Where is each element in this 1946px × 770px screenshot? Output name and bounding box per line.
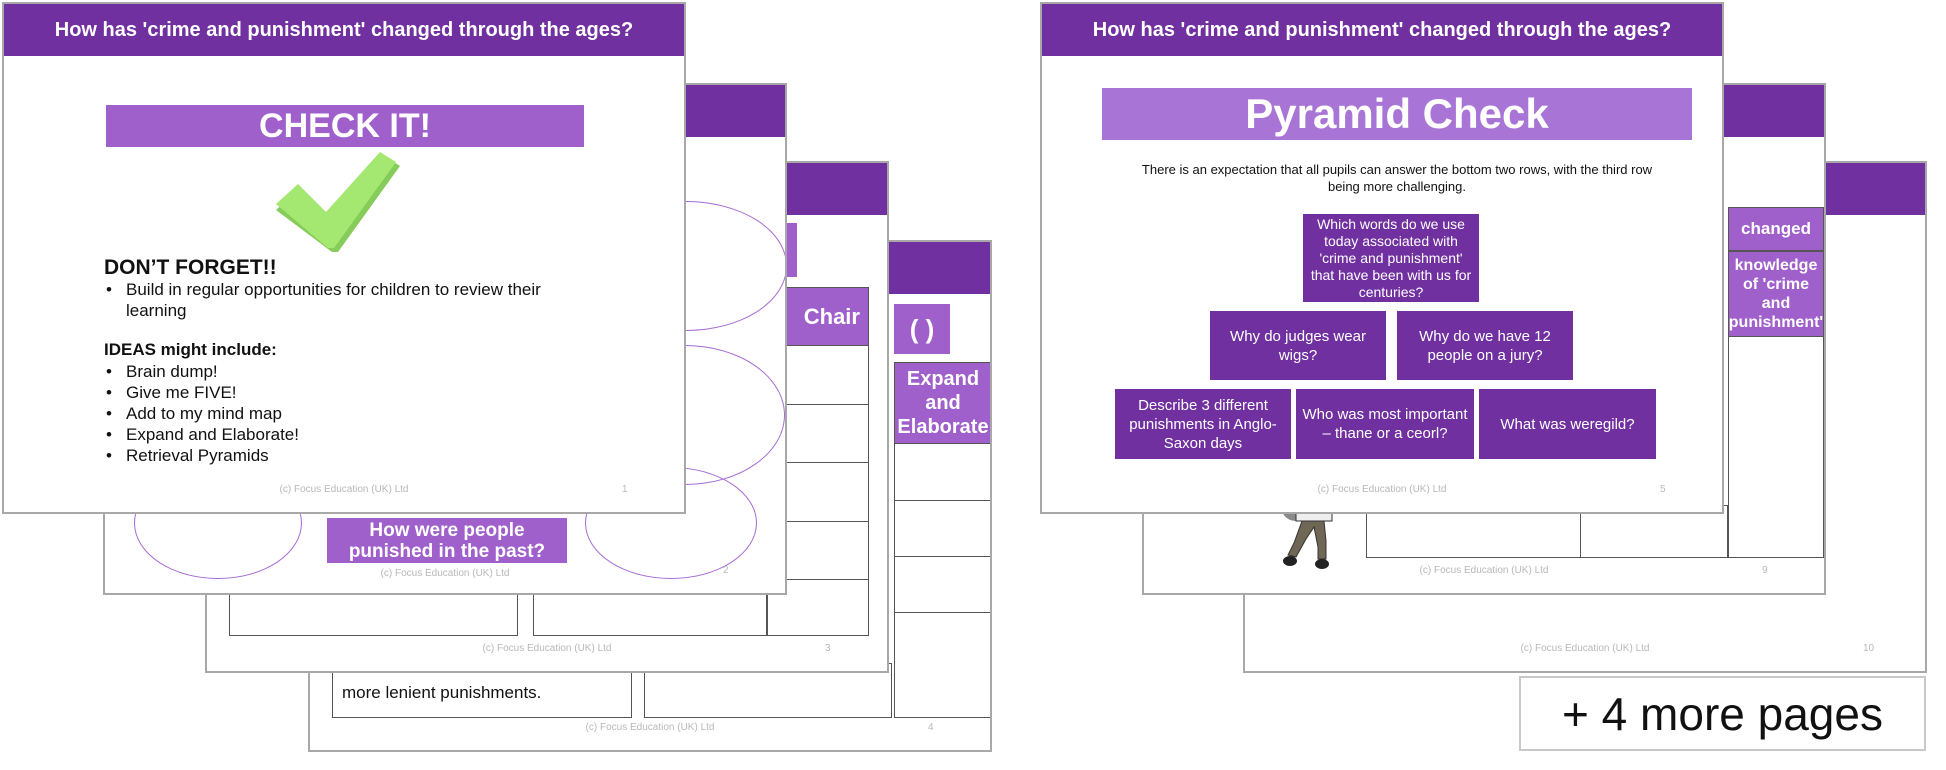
- list-item: Brain dump!: [104, 361, 604, 382]
- row-line: [767, 462, 869, 463]
- row-line: [894, 612, 990, 613]
- table-body: [1728, 337, 1824, 558]
- list-item: Give me FIVE!: [104, 382, 604, 403]
- page-number: 10: [1863, 643, 1875, 654]
- page-number: 2: [723, 565, 729, 576]
- footer: (c) Focus Education (UK) Ltd: [482, 643, 612, 654]
- pyramid-question-bottom: What was weregild?: [1479, 389, 1656, 459]
- row-line: [894, 500, 990, 501]
- table-header-cell: changed: [1728, 207, 1824, 251]
- page-number: 5: [1660, 484, 1666, 495]
- pyramid-question-bottom: Who was most important – thane or a ceor…: [1296, 389, 1474, 459]
- slide-header: How has 'crime and punishment' changed t…: [1042, 4, 1722, 56]
- dont-forget-heading: DON’T FORGET!!: [104, 256, 277, 279]
- slide-5-thumbnail[interactable]: How has 'crime and punishment' changed t…: [1040, 2, 1724, 514]
- question-box: How were people punished in the past?: [327, 518, 567, 563]
- pyramid-question-bottom: Describe 3 different punishments in Angl…: [1115, 389, 1291, 459]
- pyramid-check-banner: Pyramid Check: [1102, 88, 1692, 140]
- ideas-heading: IDEAS might include:: [104, 340, 277, 359]
- table-header-cell: knowledge of 'crime and punishment': [1728, 251, 1824, 337]
- pyramid-question-middle: Why do we have 12 people on a jury?: [1397, 311, 1573, 380]
- slide-1-thumbnail[interactable]: How has 'crime and punishment' changed t…: [2, 2, 686, 514]
- row-line: [767, 521, 869, 522]
- ideas-list: Brain dump! Give me FIVE! Add to my mind…: [104, 361, 604, 466]
- list-item: Add to my mind map: [104, 403, 604, 424]
- page-number: 3: [825, 643, 831, 654]
- page-number: 1: [622, 484, 628, 495]
- bracket-text: ( ): [909, 313, 935, 344]
- pyramid-question-middle: Why do judges wear wigs?: [1210, 311, 1386, 380]
- table-header-cell: Expand and Elaborate: [894, 362, 990, 444]
- table-body: [894, 444, 990, 718]
- footer: (c) Focus Education (UK) Ltd: [1317, 484, 1447, 495]
- page-number: 4: [928, 722, 934, 733]
- footer: (c) Focus Education (UK) Ltd: [279, 484, 409, 495]
- pyramid-description: There is an expectation that all pupils …: [1141, 162, 1653, 194]
- more-pages-badge[interactable]: + 4 more pages: [1519, 676, 1926, 751]
- list-item: Retrieval Pyramids: [104, 445, 604, 466]
- check-it-banner: CHECK IT!: [106, 105, 584, 147]
- row-line: [894, 556, 990, 557]
- pyramid-question-top: Which words do we use today associated w…: [1303, 214, 1479, 302]
- bracket-box: ( ): [894, 304, 950, 354]
- checkmark-icon: [276, 152, 400, 252]
- table-text: more lenient punishments.: [342, 683, 542, 702]
- footer: (c) Focus Education (UK) Ltd: [585, 722, 715, 733]
- list-item: Build in regular opportunities for child…: [104, 279, 604, 321]
- list-item: Expand and Elaborate!: [104, 424, 604, 445]
- page-number: 9: [1762, 565, 1768, 576]
- dont-forget-list: Build in regular opportunities for child…: [104, 279, 604, 321]
- row-line: [767, 579, 869, 580]
- slide-header: How has 'crime and punishment' changed t…: [4, 4, 684, 56]
- footer: (c) Focus Education (UK) Ltd: [1520, 643, 1650, 654]
- row-line: [767, 404, 869, 405]
- footer: (c) Focus Education (UK) Ltd: [380, 568, 510, 579]
- footer: (c) Focus Education (UK) Ltd: [1419, 565, 1549, 576]
